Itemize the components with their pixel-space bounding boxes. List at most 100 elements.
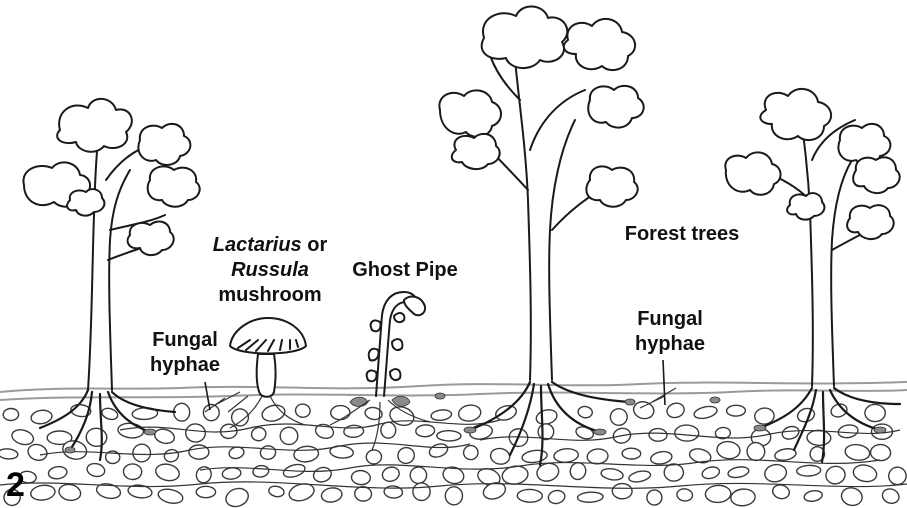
soil-pebble [280, 427, 299, 445]
soil-pebble [223, 486, 250, 508]
soil-pebble [154, 462, 181, 483]
soil-pebble [185, 423, 206, 443]
soil-pebble [577, 406, 593, 419]
soil-pebble [807, 430, 831, 446]
soil-pebble [609, 407, 629, 427]
soil-pebble [701, 465, 721, 480]
soil-pebble [824, 464, 847, 485]
soil-pebble [320, 486, 343, 503]
soil-pebble [196, 486, 215, 497]
soil-pebble [840, 486, 864, 508]
soil-pebble [351, 470, 371, 486]
soil-pebble [837, 423, 859, 439]
soil-pebble [494, 403, 518, 422]
soil-pebble [665, 401, 686, 419]
fungal-hyphae-right-line1: Fungal [620, 307, 720, 332]
soil-pebble [727, 405, 746, 416]
soil-pebble [612, 483, 632, 499]
soil-pebble [430, 409, 452, 422]
mushroom-text: mushroom [205, 283, 335, 308]
soil-pebble [763, 463, 788, 484]
soil-pebble [252, 464, 269, 478]
forest-trees-label: Forest trees [612, 222, 752, 247]
soil-pebble [381, 422, 396, 439]
soil-pebble [675, 425, 699, 441]
soil-pebble [844, 443, 871, 462]
soil-pebble [705, 485, 731, 503]
soil-pebble [664, 464, 684, 482]
soil-pebble [577, 492, 603, 503]
soil-pebble [222, 467, 242, 480]
lactarius-or-text: or [302, 234, 328, 256]
soil-pebble [437, 430, 461, 441]
soil-pebble [716, 440, 741, 459]
soil-pebble [870, 444, 891, 461]
fungal-hyphae-left-line2: hyphae [135, 353, 235, 378]
soil-pebble [428, 442, 450, 460]
soil-pebble [10, 427, 35, 447]
soil-pebble [628, 469, 652, 483]
ghost-pipe-label: Ghost Pipe [340, 258, 470, 283]
soil-pebble [880, 487, 901, 506]
soil-pebble [48, 465, 68, 479]
soil-pebble [730, 488, 756, 507]
soil-pebble [123, 464, 142, 480]
soil-pebble [381, 465, 401, 483]
soil-pebble [803, 489, 823, 502]
soil-pebble [458, 404, 482, 423]
soil-layer [0, 382, 907, 508]
soil-pebble [852, 463, 878, 484]
soil-pebble [86, 462, 106, 478]
russula-genus-text: Russula [231, 259, 309, 281]
panel-number: 2 [6, 466, 25, 505]
soil-pebble [117, 422, 144, 439]
soil-pebble [157, 487, 184, 505]
soil-pebble [260, 445, 277, 460]
soil-pebble [295, 403, 311, 418]
soil-pebble [569, 461, 588, 481]
soil-pebble [865, 404, 886, 422]
soil-pebble [293, 445, 319, 463]
fungal-hyphae-label-left: Fungal hyphae [135, 328, 235, 378]
lactarius-russula-label: Lactarius or Russula mushroom [205, 233, 335, 308]
soil-pebble [343, 425, 364, 438]
soil-pebble [203, 404, 220, 422]
soil-pebble [163, 448, 180, 463]
soil-pebble [649, 428, 667, 441]
soil-pebble [553, 448, 578, 463]
soil-pebble [58, 483, 82, 502]
soil-pebble [888, 466, 907, 485]
soil-pebble [600, 467, 624, 481]
soil-pebble [547, 489, 566, 505]
soil-pebble [771, 483, 791, 500]
soil-pebble [396, 446, 416, 466]
fungal-hyphae-left-line1: Fungal [135, 328, 235, 353]
soil-pebble [645, 489, 663, 507]
soil-pebble [0, 448, 18, 460]
soil-pebble [409, 466, 428, 485]
soil-pebble [85, 427, 107, 447]
fungal-hyphae-right-line2: hyphae [620, 332, 720, 357]
soil-pebble [194, 465, 213, 485]
soil-pebble [622, 448, 641, 459]
soil-pebble [153, 427, 176, 445]
soil-pebble [586, 448, 608, 465]
soil-pebble [445, 487, 463, 505]
soil-pebble [3, 408, 19, 421]
soil-pebble [781, 424, 801, 441]
soil-pebble [727, 465, 750, 479]
soil-pebble [30, 484, 56, 502]
forest-tree-left [23, 99, 199, 460]
soil-pebble [463, 445, 478, 459]
soil-pebble [489, 447, 511, 466]
soil-pebble [521, 449, 548, 464]
soil-pebble [30, 409, 53, 425]
soil-pebble [796, 465, 821, 477]
ghost-pipe-plant [330, 292, 430, 450]
soil-pebble [330, 405, 350, 420]
lactarius-genus-text: Lactarius [213, 234, 302, 256]
soil-pebble [26, 442, 49, 463]
soil-pebble [189, 445, 209, 460]
soil-pebble [268, 485, 285, 498]
